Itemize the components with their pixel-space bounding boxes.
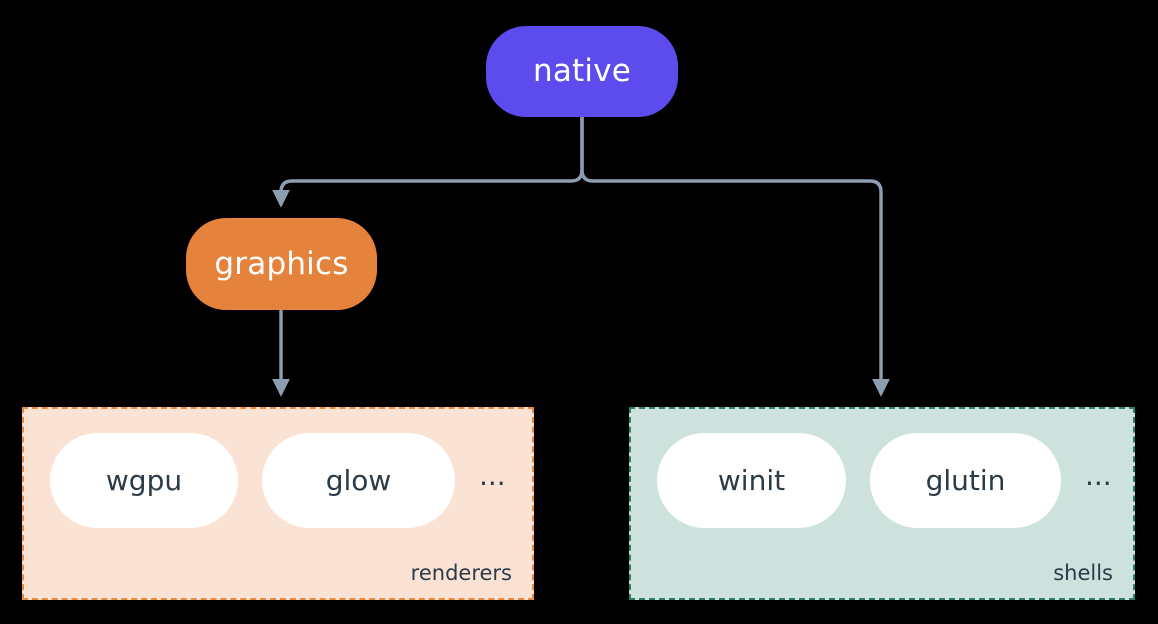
node-wgpu[interactable]: wgpu — [50, 433, 238, 528]
node-glow[interactable]: glow — [262, 433, 455, 528]
shells-overflow-ellipsis: ... — [1085, 458, 1112, 492]
group-shells-items: winit glutin ... — [657, 433, 1112, 528]
edge-native-to-shells — [580, 117, 890, 397]
node-native-label: native — [532, 53, 632, 89]
group-renderers-label: renderers — [410, 561, 512, 585]
node-graphics-label: graphics — [214, 245, 349, 282]
node-winit[interactable]: winit — [657, 433, 846, 528]
node-glutin-label: glutin — [925, 463, 1006, 497]
node-graphics[interactable]: graphics — [186, 218, 377, 310]
node-native[interactable]: native — [486, 26, 678, 117]
node-wgpu-label: wgpu — [105, 463, 183, 497]
group-shells: winit glutin ... shells — [629, 407, 1135, 600]
group-renderers-items: wgpu glow ... — [50, 433, 506, 528]
renderers-overflow-ellipsis: ... — [479, 458, 506, 492]
node-glow-label: glow — [325, 463, 392, 497]
node-winit-label: winit — [717, 463, 786, 497]
group-shells-label: shells — [1053, 561, 1113, 585]
node-glutin[interactable]: glutin — [870, 433, 1061, 528]
group-renderers: wgpu glow ... renderers — [22, 407, 534, 600]
edge-native-to-graphics — [272, 117, 584, 208]
